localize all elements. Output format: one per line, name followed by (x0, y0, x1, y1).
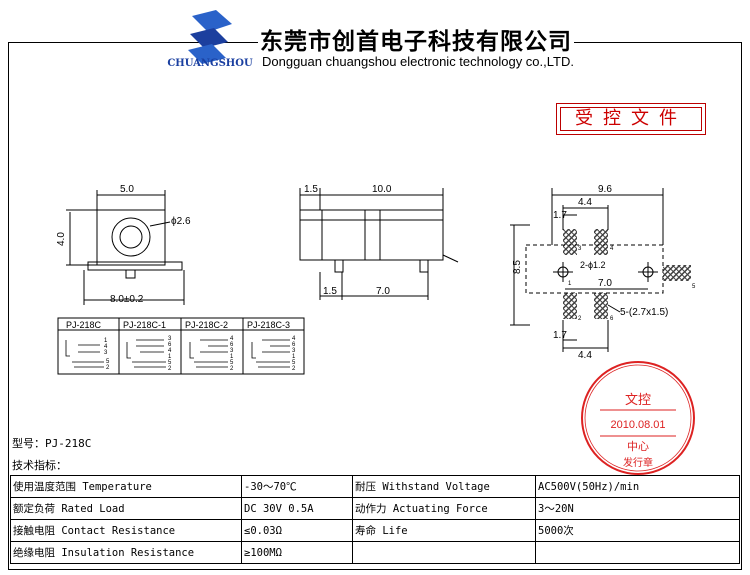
dim-pcb-bottom-offset: 1.7 (553, 330, 567, 341)
pcb-pin-label: 1 (568, 281, 572, 287)
dim-pcb-height: 8.5 (512, 260, 523, 274)
stamp-center: 中心 (627, 440, 649, 453)
dim-front-width: 5.0 (120, 184, 134, 195)
company-name-en: Dongguan chuangshou electronic technolog… (260, 54, 576, 69)
dim-pcb-slots: 5-(2.7x1.5) (620, 307, 668, 318)
spec-cell: ≤0.03Ω (241, 519, 353, 542)
variant-pin: 3 (168, 336, 172, 342)
side-view (299, 188, 459, 300)
variant-pin: 3 (104, 350, 108, 356)
variant-label: PJ-218C-1 (123, 320, 166, 330)
table-row: 使用温度范围 Temperature -30～70℃ 耐压 Withstand … (10, 475, 740, 498)
variant-pin: 1 (168, 354, 172, 360)
spec-cell (352, 541, 536, 564)
document-control-stamp: 文控 2010.08.01 中心 发行章 (581, 361, 695, 475)
dim-pcb-hole-pitch: 7.0 (598, 278, 612, 289)
dim-pcb-pad-span: 4.4 (578, 197, 592, 208)
front-view (66, 190, 185, 305)
spec-cell: 绝缘电阻 Insulation Resistance (10, 541, 242, 564)
spec-cell (535, 541, 740, 564)
variant-pin: 5 (292, 360, 296, 366)
table-row: 额定负荷 Rated Load DC 30V 0.5A 动作力 Actuatin… (10, 497, 740, 520)
logo-text: CHUANGSHOU (167, 58, 253, 69)
dim-pcb-holes: 2-ϕ1.2 (580, 260, 606, 270)
company-name-cn: 东莞市创首电子科技有限公司 (258, 22, 574, 56)
pcb-pin-label: 5 (692, 284, 696, 290)
company-logo (188, 10, 232, 64)
spec-cell: ≥100MΩ (241, 541, 353, 564)
variant-pin: 3 (292, 348, 296, 354)
variant-pin: 1 (230, 354, 234, 360)
spec-cell: 动作力 Actuating Force (352, 497, 536, 520)
table-row: 绝缘电阻 Insulation Resistance ≥100MΩ (10, 541, 740, 564)
pcb-pin-label: 3 (578, 246, 582, 252)
spec-table: 使用温度范围 Temperature -30～70℃ 耐压 Withstand … (10, 475, 740, 564)
spec-cell: 接触电阻 Contact Resistance (10, 519, 242, 542)
variant-label: PJ-218C-2 (185, 320, 228, 330)
variant-pin: 2 (106, 365, 110, 371)
variant-pin: 3 (230, 348, 234, 354)
spec-cell: 额定负荷 Rated Load (10, 497, 242, 520)
model-line: 型号：PJ-218C (12, 437, 92, 450)
stamp-top: 文控 (625, 392, 651, 407)
pcb-pin-label: 6 (610, 316, 614, 322)
variant-diagrams (57, 317, 305, 375)
dim-front-height: 4.0 (56, 232, 67, 246)
variant-label: PJ-218C (66, 320, 102, 330)
stamp-date: 2010.08.01 (610, 419, 665, 431)
spec-cell: 3～20N (535, 497, 740, 520)
dim-hole-diameter: ϕ2.6 (171, 216, 191, 227)
spec-cell: DC 30V 0.5A (241, 497, 353, 520)
controlled-document-box: 受控文件 (556, 103, 706, 135)
variant-pin: 2 (292, 366, 296, 372)
variant-pin: 6 (168, 342, 172, 348)
pcb-layout-view (510, 188, 664, 352)
spec-cell: AC500V(50Hz)/min (535, 475, 740, 498)
variant-pin: 5 (106, 359, 110, 365)
variant-pin: 6 (292, 342, 296, 348)
dim-side-bottom-left: 1.5 (323, 286, 337, 297)
spec-cell: 使用温度范围 Temperature (10, 475, 242, 498)
dim-pcb-bottom-span: 4.4 (578, 350, 592, 361)
table-row: 接触电阻 Contact Resistance ≤0.03Ω 寿命 Life 5… (10, 519, 740, 542)
pcb-pin-label: 2 (578, 316, 582, 322)
spec-cell: 耐压 Withstand Voltage (352, 475, 536, 498)
variant-pin: 6 (230, 342, 234, 348)
variant-pin: 1 (104, 338, 108, 344)
variant-pin: 4 (292, 336, 296, 342)
dim-side-length: 10.0 (372, 184, 392, 195)
spec-cell: 寿命 Life (352, 519, 536, 542)
variant-pin: 4 (168, 348, 172, 354)
variant-pin: 4 (104, 344, 108, 350)
variant-pin: 4 (230, 336, 234, 342)
variant-pin: 2 (168, 366, 172, 372)
controlled-document-label: 受控文件 (560, 107, 702, 131)
spec-cell: -30～70℃ (241, 475, 353, 498)
spec-cell: 5000次 (535, 519, 740, 542)
pcb-pin-label: 4 (610, 246, 614, 252)
variant-pin: 5 (230, 360, 234, 366)
dim-side-pitch: 7.0 (376, 286, 390, 297)
tech-spec-label: 技术指标： (12, 459, 67, 472)
variant-pin: 2 (230, 366, 234, 372)
dim-pcb-total: 9.6 (598, 184, 612, 195)
dim-pcb-pad-offset: 1.7 (553, 210, 567, 221)
stamp-bottom: 发行章 (623, 456, 653, 469)
dim-front-base: 8.0±0.2 (110, 294, 144, 305)
variant-pin: 5 (168, 360, 172, 366)
dim-side-left: 1.5 (304, 184, 318, 195)
variant-pin: 1 (292, 354, 296, 360)
variant-label: PJ-218C-3 (247, 320, 290, 330)
